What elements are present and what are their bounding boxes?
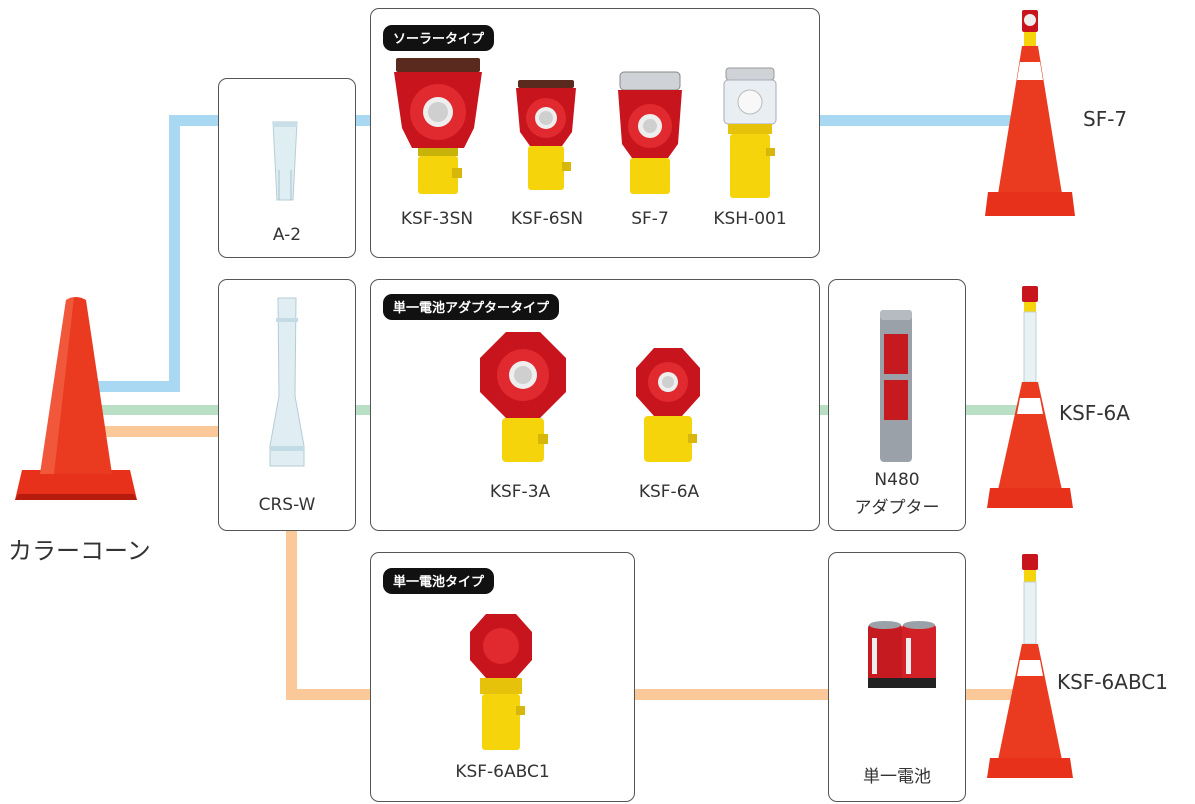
battery-route-line	[634, 689, 830, 700]
ksf-6abc1-lamp-image	[470, 614, 532, 750]
ksf-6sn-label: KSF-6SN	[510, 209, 584, 229]
main-cone-label: カラーコーン	[8, 537, 151, 565]
battery-route-line	[964, 689, 1030, 700]
crsw-adapter-label: CRS-W	[258, 495, 316, 515]
adapter-route-line	[820, 405, 830, 415]
solar-route-line	[169, 115, 221, 126]
ksh-001-label: KSH-001	[713, 209, 787, 229]
ksf-6a-lamp-image	[636, 348, 700, 462]
ksf-6a-label: KSF-6A	[638, 482, 700, 502]
ksf-3a-label: KSF-3A	[489, 482, 551, 502]
color-cone-image	[15, 297, 137, 500]
battery-type-tag: 単一電池タイプ	[383, 568, 495, 594]
a2-adapter-label: A-2	[272, 225, 302, 245]
result-cone-sf-7-image	[985, 10, 1075, 216]
battery-route-line	[286, 530, 297, 700]
ksh-001-lamp-image	[723, 67, 777, 198]
sf-7-lamp-image	[618, 71, 682, 194]
battery-route-line	[286, 689, 372, 700]
ksf-3a-lamp-image	[480, 332, 566, 462]
result-label-sf-7: SF-7	[1083, 107, 1128, 131]
n480-label-line1: N480	[874, 470, 920, 490]
result-label-ksf-6a: KSF-6A	[1059, 401, 1130, 425]
solar-route-line	[169, 115, 180, 392]
n480-label-line2: アダプター	[854, 498, 940, 518]
ksf-3sn-lamp-image	[394, 58, 482, 194]
result-cone-ksf-6a-image	[987, 286, 1073, 508]
adapter-type-tag: 単一電池アダプタータイプ	[383, 294, 560, 320]
battery-label: 単一電池	[863, 767, 931, 787]
sf-7-label: SF-7	[631, 209, 669, 229]
ksf-6sn-lamp-image	[516, 80, 576, 190]
solar-route-line	[354, 115, 372, 126]
n480-adapter-image	[880, 310, 912, 462]
solar-route-line	[96, 381, 180, 392]
ksf-3sn-label: KSF-3SN	[400, 209, 474, 229]
result-cone-ksf-6abc1-image	[987, 554, 1073, 778]
adapter-route-line	[354, 405, 370, 415]
adapter-route-line	[96, 405, 220, 415]
battery-route-line	[100, 426, 220, 437]
solar-route-line	[818, 115, 1018, 126]
a2-adapter-image	[272, 121, 298, 201]
adapter-type-group	[370, 279, 820, 531]
solar-type-tag: ソーラータイプ	[383, 25, 495, 51]
result-label-ksf-6abc1: KSF-6ABC1	[1057, 670, 1168, 694]
ksf-6abc1-label: KSF-6ABC1	[455, 762, 550, 782]
battery-image	[868, 621, 936, 688]
adapter-route-line	[964, 405, 1030, 415]
crsw-adapter-image	[269, 297, 305, 467]
